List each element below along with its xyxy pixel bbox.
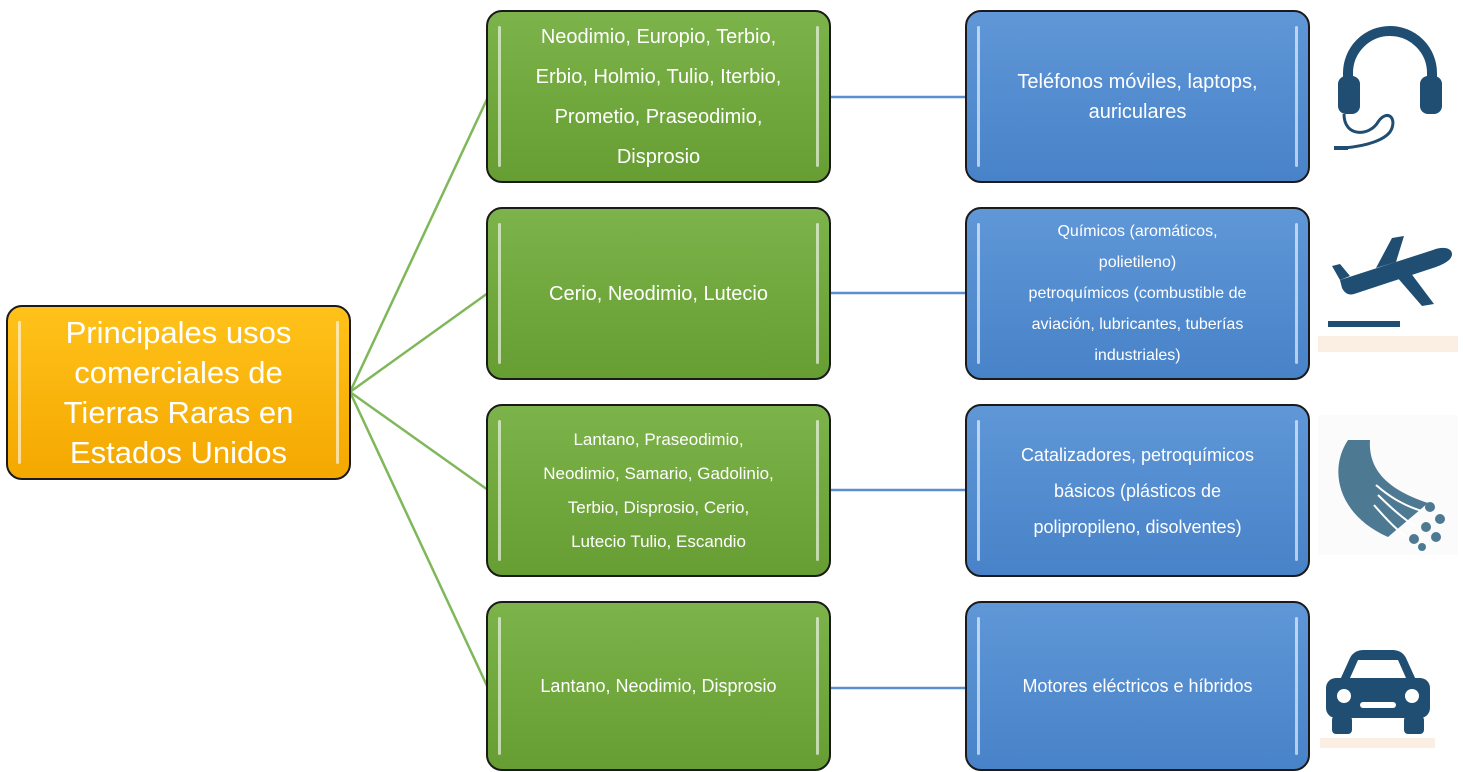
row2-application-node: Químicos (aromáticos, polietileno) petro… — [965, 207, 1310, 380]
row4-elements-label: Lantano, Neodimio, Disprosio — [540, 676, 777, 696]
fiber-optic-icon — [1318, 415, 1458, 555]
row4-application-label: Motores eléctricos e híbridos — [1022, 676, 1253, 696]
car-icon — [1320, 650, 1435, 748]
row2-elements-node: Cerio, Neodimio, Lutecio — [486, 207, 831, 380]
row4-elements-node: Lantano, Neodimio, Disprosio — [486, 601, 831, 771]
row2-elements-label: Cerio, Neodimio, Lutecio — [549, 282, 768, 305]
headphones-icon — [1334, 26, 1442, 150]
row2-application-label: Químicos (aromáticos, polietileno) petro… — [1028, 223, 1247, 364]
root-to-row4-connector — [348, 391, 490, 689]
row3-application-node: Catalizadores, petroquímicos básicos (pl… — [965, 404, 1310, 577]
root-to-row3-connector — [349, 390, 489, 492]
row1-elements-node: Neodimio, Europio, Terbio, Erbio, Holmio… — [486, 10, 831, 183]
row4-application-node: Motores eléctricos e híbridos — [965, 601, 1310, 771]
root-to-row1-connector — [348, 96, 490, 393]
root-node: Principales usos comerciales de Tierras … — [6, 305, 351, 480]
root-label: Principales usos comerciales de Tierras … — [63, 314, 294, 470]
row1-application-node: Teléfonos móviles, laptops, auriculares — [965, 10, 1310, 183]
airplane-takeoff-icon — [1318, 236, 1458, 352]
row3-elements-node: Lantano, Praseodimio, Neodimio, Samario,… — [486, 404, 831, 577]
row1-application-label: Teléfonos móviles, laptops, auriculares — [1017, 70, 1258, 123]
row1-elements-label: Neodimio, Europio, Terbio, Erbio, Holmio… — [535, 25, 782, 168]
row3-elements-label: Lantano, Praseodimio, Neodimio, Samario,… — [543, 429, 774, 551]
root-to-row2-connector — [349, 291, 489, 394]
row3-application-label: Catalizadores, petroquímicos básicos (pl… — [1020, 444, 1255, 537]
